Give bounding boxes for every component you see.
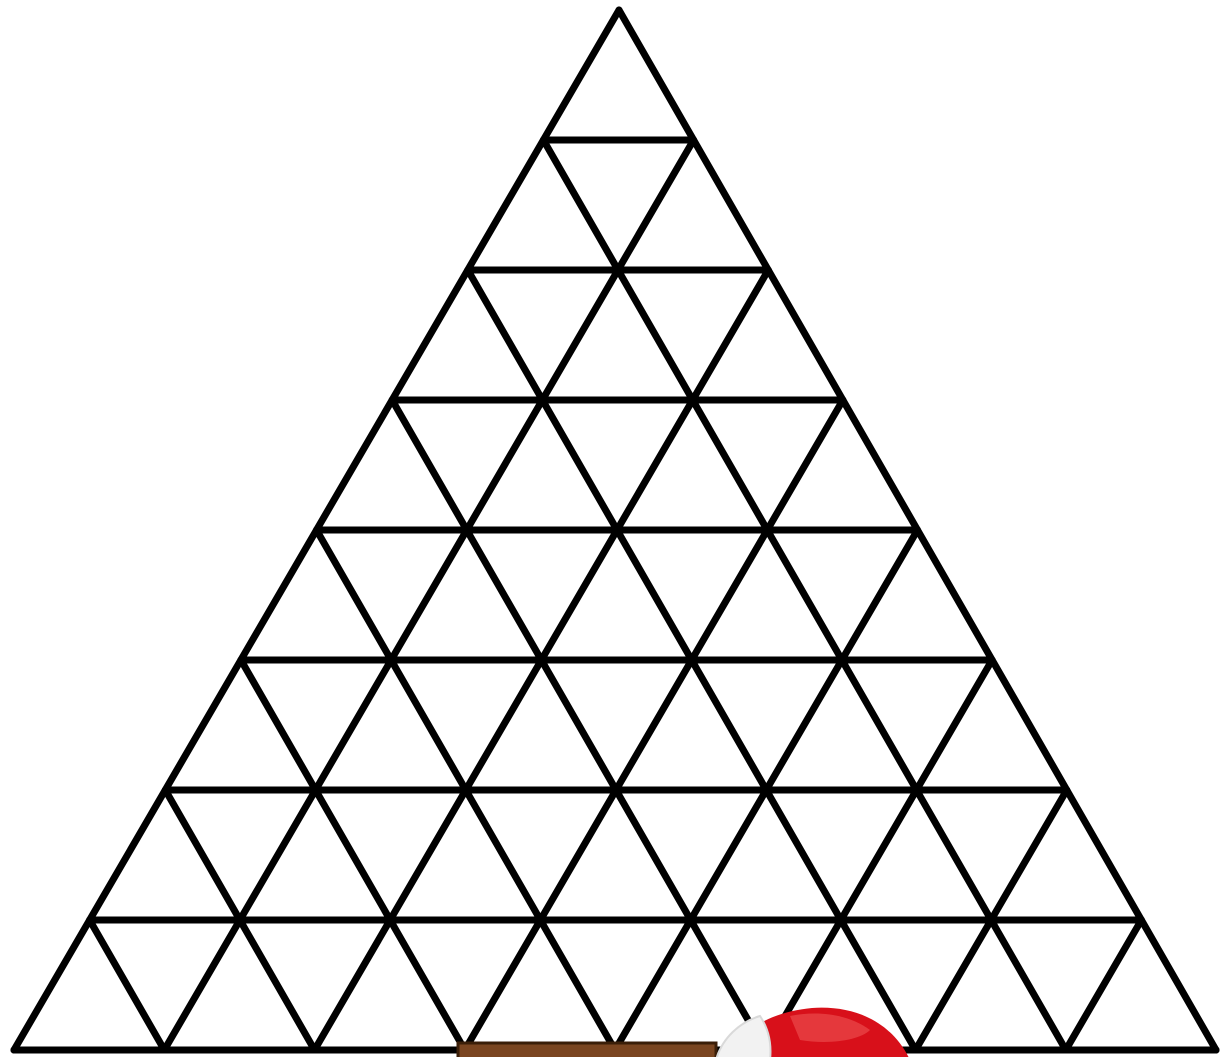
left-parallel-grid-line bbox=[465, 400, 843, 1050]
left-parallel-grid-line bbox=[164, 140, 693, 1050]
left-parallel-grid-line bbox=[1066, 920, 1142, 1050]
right-parallel-grid-line bbox=[392, 400, 765, 1050]
right-parallel-grid-line bbox=[90, 920, 165, 1050]
tree-trunk-icon bbox=[458, 1043, 716, 1057]
right-parallel-grid-line bbox=[543, 140, 1065, 1050]
triangle-grid-lines bbox=[14, 10, 1216, 1050]
